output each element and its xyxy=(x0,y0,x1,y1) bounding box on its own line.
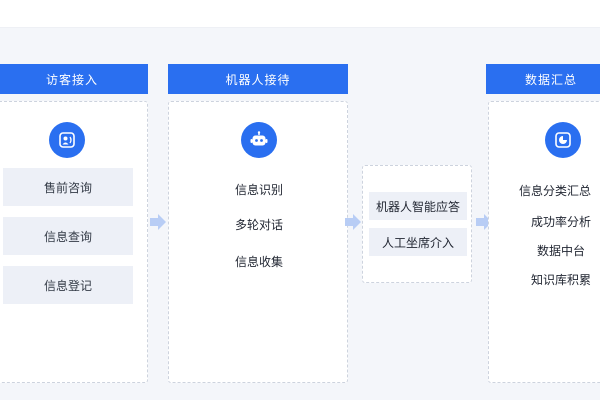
text-success-rate: 成功率分析 xyxy=(531,215,592,229)
column-header-visitor-access: 访客接入 xyxy=(0,64,148,94)
tile-presales-consult: 售前咨询 xyxy=(3,168,133,206)
panel-visitor-access: 售前咨询 信息查询 信息登记 xyxy=(0,101,148,383)
headset-agent-icon xyxy=(49,122,85,158)
tile-info-register: 信息登记 xyxy=(3,266,133,304)
arrow-right-icon xyxy=(150,214,166,230)
tile-robot-smart-reply: 机器人智能应答 xyxy=(369,192,467,220)
chart-icon xyxy=(545,122,581,158)
panel-response-mode: 机器人智能应答 人工坐席介入 xyxy=(362,165,472,283)
column-header-data-summary: 数据汇总 xyxy=(486,64,600,94)
text-multi-turn-dialogue: 多轮对话 xyxy=(234,218,283,232)
robot-icon xyxy=(241,122,277,158)
arrow-right-icon xyxy=(345,214,361,230)
tile-human-agent: 人工坐席介入 xyxy=(369,228,467,256)
panel-robot-reception: 信息识别 多轮对话 信息收集 xyxy=(168,101,348,383)
column-header-robot-reception: 机器人接待 xyxy=(168,64,348,94)
tile-info-query: 信息查询 xyxy=(3,217,133,255)
text-info-collection: 信息收集 xyxy=(234,255,283,269)
text-info-classification: 信息分类汇总 xyxy=(519,184,592,198)
text-info-recognition: 信息识别 xyxy=(234,183,283,197)
text-knowledge-base: 知识库积累 xyxy=(531,273,592,287)
top-band xyxy=(0,0,600,28)
panel-data-summary: 信息分类汇总 成功率分析 数据中台 知识库积累 xyxy=(488,101,600,383)
text-data-center: 数据中台 xyxy=(537,244,586,258)
